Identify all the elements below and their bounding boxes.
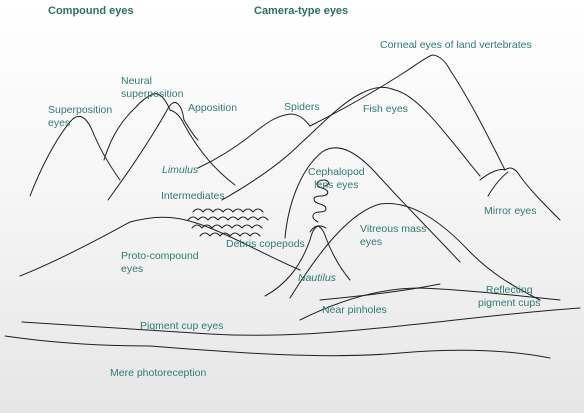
fish-eyes-ridge (221, 86, 481, 201)
vitreous-mass-label: Vitreous mass eyes (360, 223, 427, 248)
mirror-eyes-inner (487, 171, 509, 197)
fish-eyes-label: Fish eyes (363, 103, 408, 115)
camera-eyes-header: Camera-type eyes (254, 5, 349, 17)
debris-copepods-label: Debris copepods (226, 238, 305, 250)
apposition-label: Apposition (188, 102, 238, 114)
corneal-eyes-label: Corneal eyes of land vertebrates (380, 39, 532, 51)
spiders-ridge (197, 113, 311, 169)
vitreous-mass-hill (289, 202, 541, 301)
mere-photoreception-label: Mere photoreception (110, 367, 207, 379)
apposition-back (169, 109, 185, 125)
mirror-eyes-peak (479, 167, 561, 221)
apposition-peak (107, 101, 199, 201)
superposition-eyes-label: Superposition eyes (48, 104, 113, 129)
proto-compound-hill (19, 216, 301, 277)
intermediates-cluster (187, 208, 269, 237)
reflecting-cups-label: Reflecting pigment cups (478, 284, 541, 309)
spiders-label: Spiders (284, 101, 320, 113)
mere-photoreception-line (4, 335, 551, 359)
near-pinholes-line (319, 283, 441, 301)
nautilus-spiral (312, 179, 329, 223)
nautilus-crater (309, 225, 327, 233)
mirror-eyes-label: Mirror eyes (484, 205, 537, 217)
cephalopod-label: Cephalopod lens eyes (308, 166, 365, 191)
corneal-peak (309, 54, 506, 171)
neural-superposition-peak (103, 93, 171, 161)
nautilus-label: Nautilus (298, 272, 336, 284)
proto-compound-label: Proto-compound eyes (121, 250, 199, 275)
pigment-cup-label: Pigment cup eyes (140, 320, 224, 332)
limulus-label: Limulus (162, 164, 199, 176)
neural-superposition-label: Neural superposition (121, 75, 184, 100)
near-pinholes-label: Near pinholes (322, 304, 387, 316)
superposition-peak (29, 115, 121, 197)
nautilus-volcano (264, 225, 351, 297)
cephalopod-hill (284, 147, 461, 263)
compound-eyes-header: Compound eyes (48, 5, 134, 17)
intermediates-label: Intermediates (161, 190, 225, 202)
compound-descent (183, 123, 236, 186)
pigment-cup-line (21, 307, 581, 336)
